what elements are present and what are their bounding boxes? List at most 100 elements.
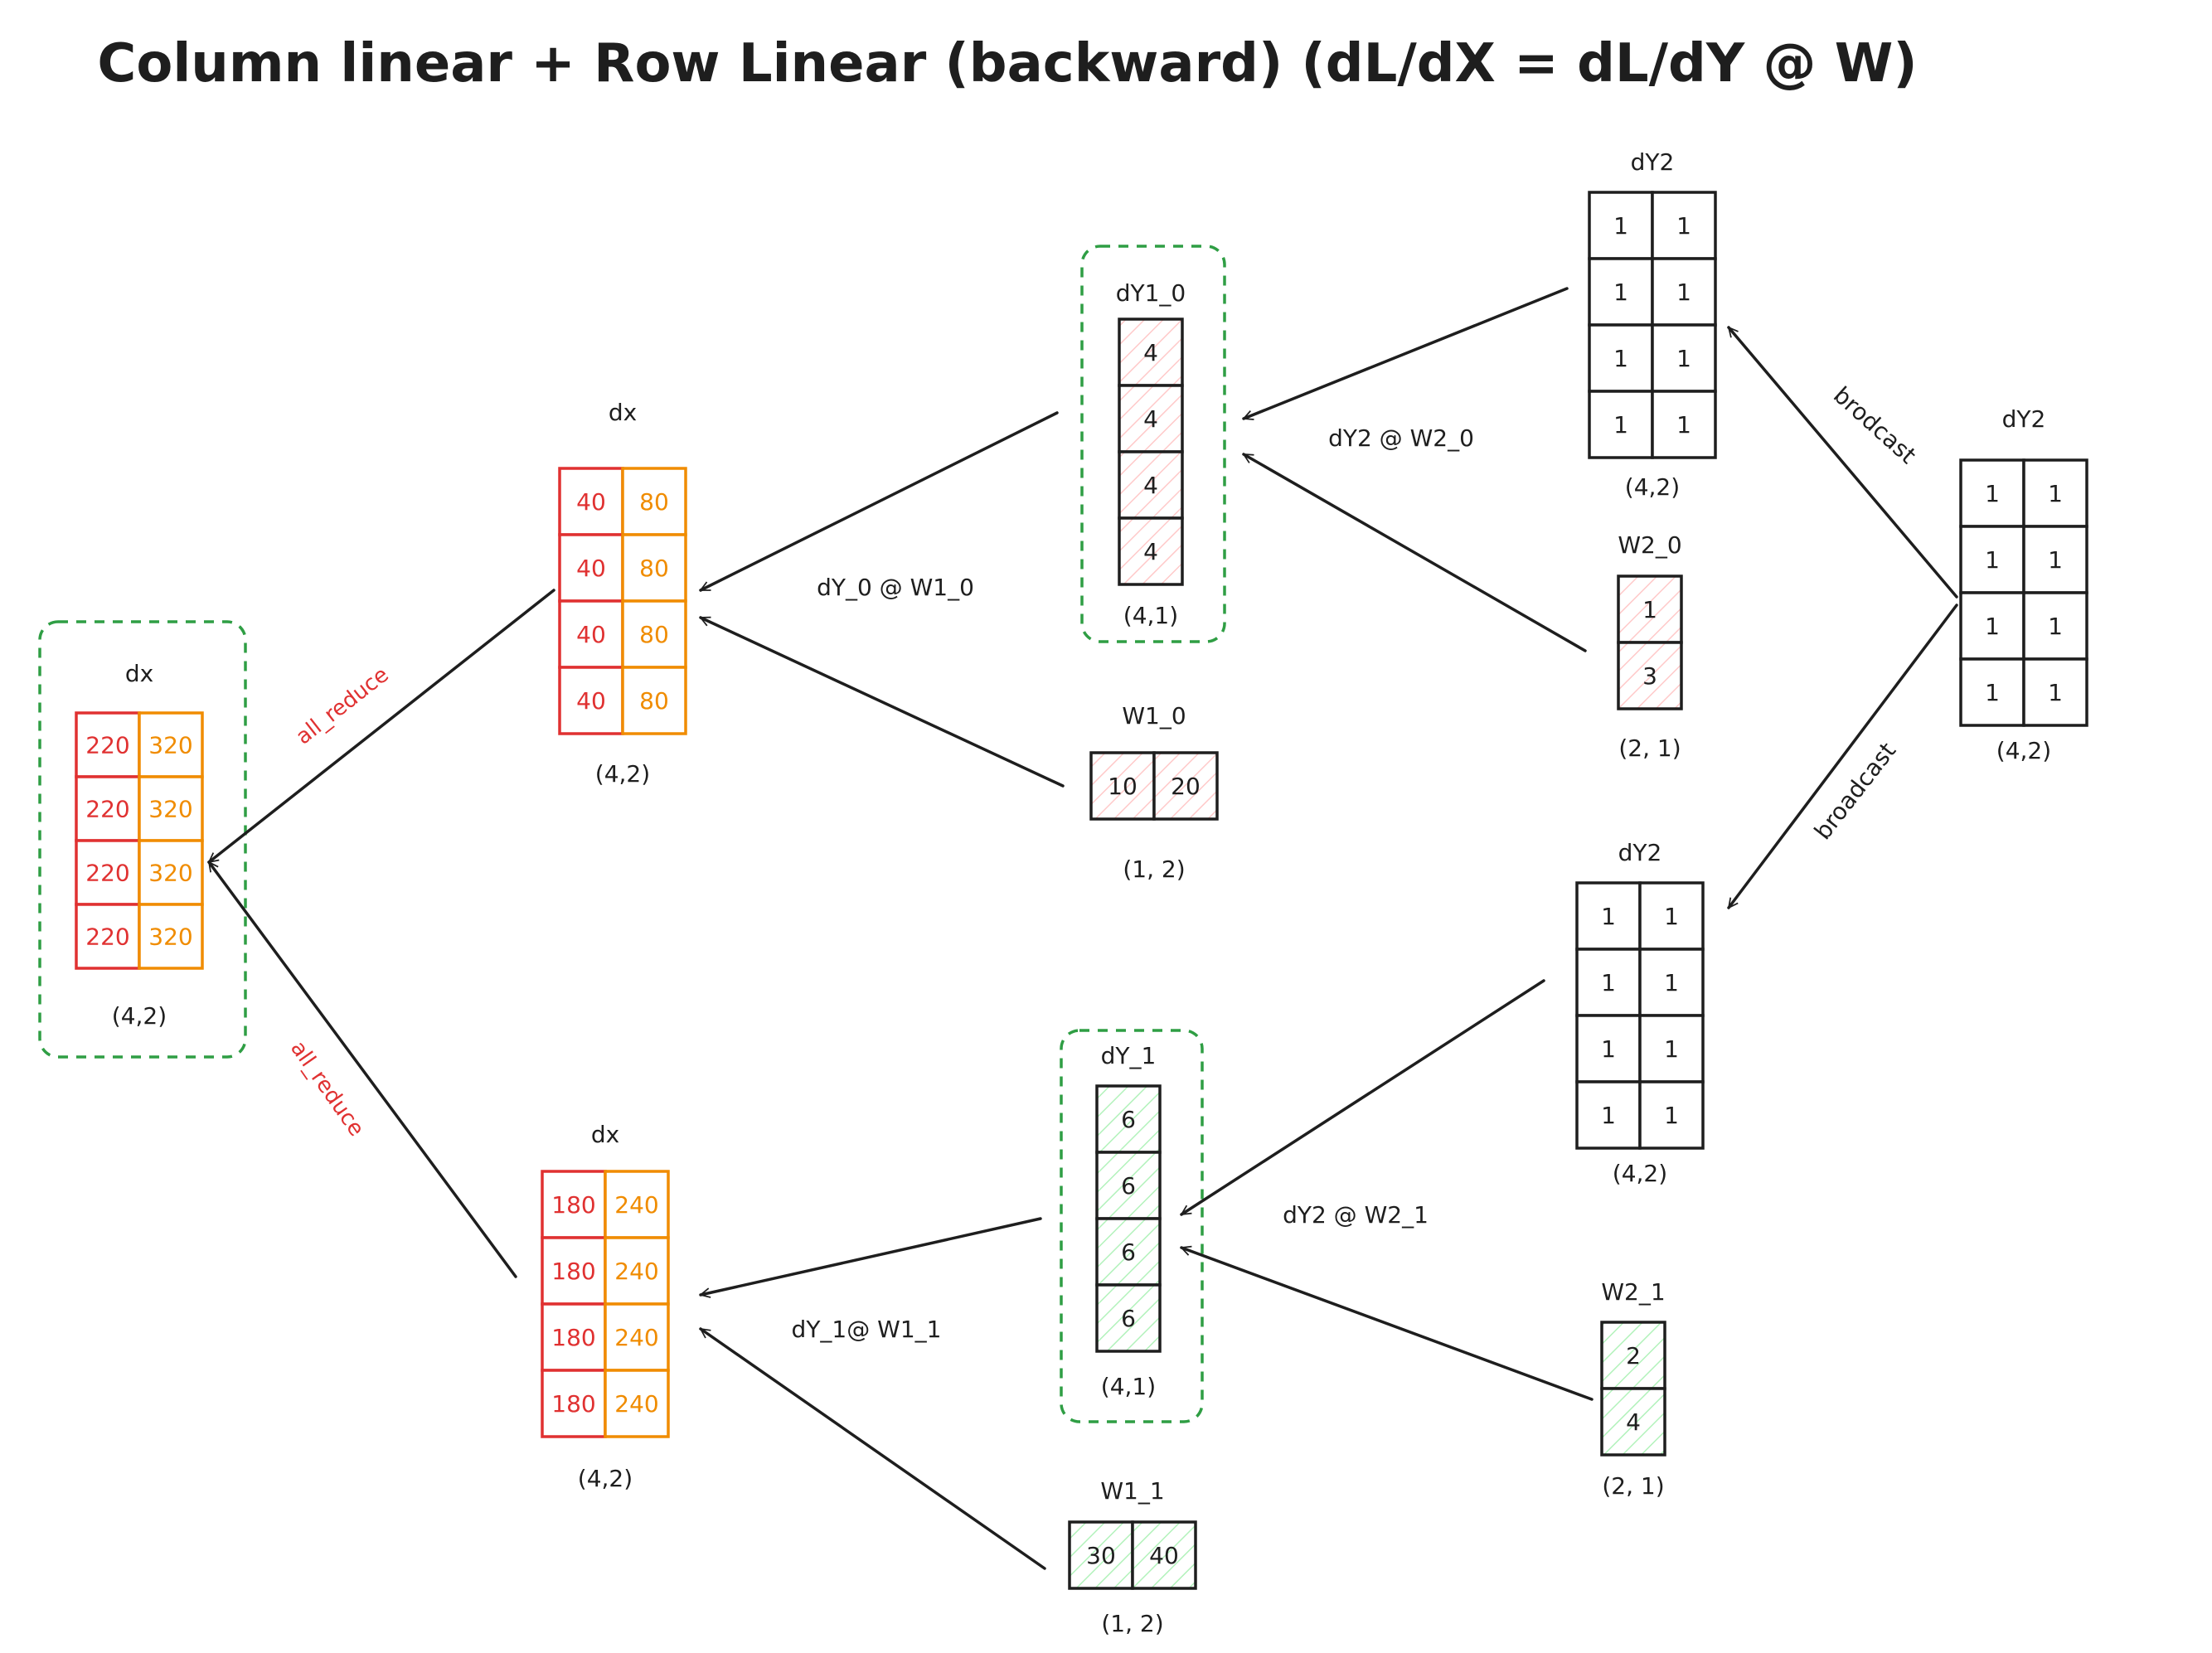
cell-value: 220 — [85, 923, 129, 951]
matrix-cell — [75, 839, 141, 906]
cell-value: 320 — [148, 796, 192, 823]
matrix-cell — [1600, 1321, 1666, 1390]
group-box-dx-final — [38, 620, 247, 1059]
cell-value: 1 — [2048, 546, 2063, 574]
matrix-cell — [1588, 257, 1654, 327]
matrix-cell — [1131, 1520, 1197, 1590]
edge-dY2-bottom-to-dY_1: dY2 @ W2_1 — [1180, 979, 1545, 1229]
cell-value: 1 — [1601, 1102, 1616, 1129]
matrix-cell — [541, 1302, 607, 1372]
matrix-cell — [1959, 657, 2025, 727]
cell-value: 1 — [1601, 1035, 1616, 1063]
cell-value: 220 — [85, 796, 129, 823]
arrow-icon — [701, 1217, 1042, 1295]
cell-value: 1 — [1664, 1035, 1679, 1063]
cell-value: 80 — [639, 555, 669, 582]
cell-value: 240 — [614, 1324, 658, 1351]
cell-value: 1 — [1601, 969, 1616, 996]
cell-value: 40 — [576, 555, 606, 582]
arrow-icon — [701, 411, 1059, 592]
cell-value: 1 — [1985, 480, 2000, 507]
matrix-name: W1_0 — [1122, 702, 1186, 730]
edge-label: all_reduce — [285, 1036, 369, 1141]
matrix-W2_0: W2_013(2, 1) — [1617, 531, 1683, 762]
matrix-shape: (4,2) — [1613, 1160, 1667, 1187]
cell-value: 6 — [1121, 1305, 1136, 1332]
matrix-shape: (4,2) — [578, 1465, 633, 1492]
edge-label: dY2 @ W2_0 — [1328, 424, 1474, 452]
matrix-shape: (4,1) — [1123, 602, 1178, 629]
edge-dx-top-to-dx-final: all_reduce — [207, 589, 555, 864]
matrix-cell — [1600, 1387, 1666, 1457]
matrix-name: W2_1 — [1601, 1278, 1665, 1306]
matrix-cell — [1575, 1080, 1642, 1150]
arrow-icon — [1244, 287, 1569, 419]
matrix-shape: (4,2) — [1625, 473, 1680, 501]
cell-value: 80 — [639, 621, 669, 648]
groups-layer — [38, 245, 1226, 1423]
edge-label: dY_0 @ W1_0 — [817, 574, 974, 601]
cell-value: 30 — [1086, 1542, 1116, 1569]
edge-W2_1-to-dY_1 — [1181, 1248, 1594, 1401]
matrix-cell — [1095, 1151, 1162, 1220]
cell-value: 1 — [1642, 596, 1657, 623]
cell-value: 1 — [1985, 613, 2000, 640]
cell-value: 1 — [1664, 1102, 1679, 1129]
cell-value: 1 — [1601, 903, 1616, 930]
arrow-icon — [1242, 453, 1587, 652]
matrix-cell — [604, 1236, 670, 1306]
edge-dY2-top-to-dY1_0: dY2 @ W2_0 — [1244, 287, 1569, 452]
group-box-dY_1 — [1060, 1029, 1204, 1423]
cell-value: 80 — [639, 687, 669, 715]
edge-dY_1-to-dx-bottom: dY_1@ W1_1 — [701, 1217, 1042, 1343]
matrix-cell — [541, 1369, 607, 1438]
cell-value: 10 — [1108, 773, 1138, 800]
matrix-cell — [1152, 751, 1219, 821]
matrix-cell — [541, 1236, 607, 1306]
cell-value: 180 — [551, 1390, 595, 1418]
matrix-name: W1_1 — [1100, 1477, 1164, 1505]
cell-value: 240 — [614, 1390, 658, 1418]
matrix-cell — [1575, 1014, 1642, 1083]
cell-value: 1 — [1664, 903, 1679, 930]
matrix-dY2-bottom: dY2 1 1 1 1 1 1 1 1 (4,2) — [1575, 839, 1705, 1187]
edge-dY2-source-to-dY2-top: brodcast — [1727, 326, 1958, 599]
matrix-shape: (4,1) — [1101, 1373, 1156, 1400]
cell-value: 6 — [1121, 1106, 1136, 1133]
matrix-cell — [1095, 1283, 1162, 1353]
arrow-icon — [1727, 326, 1958, 599]
matrix-cell — [1118, 450, 1184, 520]
edge-W2_0-to-dY1_0 — [1242, 453, 1587, 652]
cell-value: 1 — [1985, 546, 2000, 574]
matrix-cell — [2022, 657, 2088, 727]
matrix-cell — [604, 1369, 670, 1438]
diagram-title: Column linear + Row Linear (backward) (d… — [97, 33, 1917, 95]
matrix-cell — [138, 711, 204, 778]
matrix-name: dY2 — [1618, 839, 1662, 866]
edge-label: all_reduce — [292, 662, 394, 749]
edge-W1_1-to-dx-bottom — [699, 1327, 1046, 1570]
cell-value: 80 — [639, 488, 669, 516]
edge-label: dY_1@ W1_1 — [792, 1316, 942, 1343]
cell-value: 4 — [1143, 472, 1158, 499]
matrix-cell — [1095, 1084, 1162, 1154]
matrix-cell — [541, 1170, 607, 1239]
matrix-cell — [75, 903, 141, 970]
matrix-shape: (1, 2) — [1101, 1610, 1163, 1637]
cell-value: 1 — [1613, 411, 1628, 439]
cell-value: 1 — [1985, 679, 2000, 706]
matrix-cell — [1959, 525, 2025, 594]
matrix-shape: (2, 1) — [1602, 1472, 1664, 1500]
cell-value: 1 — [1664, 969, 1679, 996]
matrix-shape: (1, 2) — [1123, 856, 1185, 883]
arrow-icon — [701, 616, 1065, 788]
cell-value: 320 — [148, 860, 192, 887]
matrix-cell — [1651, 390, 1717, 459]
cell-value: 180 — [551, 1191, 595, 1219]
